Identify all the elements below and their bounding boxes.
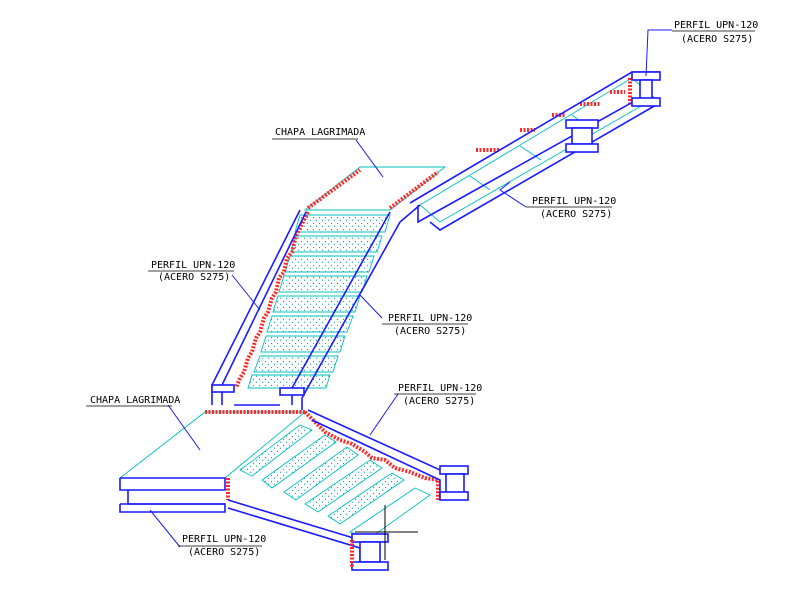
leader-top-right <box>645 29 672 77</box>
label-line2: (ACERO S275) <box>188 547 260 558</box>
bottom-upn-web <box>359 541 381 563</box>
label-line1: PERFIL UPN-120 <box>398 383 482 394</box>
label-line1: PERFIL UPN-120 <box>182 534 266 545</box>
bottom-upn-bottom <box>351 561 389 571</box>
middle-left-weld <box>234 211 310 389</box>
bottom-upn-top <box>351 533 389 543</box>
label-line2: (ACERO S275) <box>394 326 466 337</box>
leader-lower-plate <box>167 404 201 451</box>
label-middle-left-beam: PERFIL UPN-120 (ACERO S275) <box>148 260 235 283</box>
lower-assembly <box>118 409 469 571</box>
upper-support-beam-bottom <box>565 143 599 153</box>
label-middle-left-plate: CHAPA LAGRIMADA <box>272 127 365 140</box>
leader-middle-plate <box>355 139 384 178</box>
upper-tread-line <box>519 145 542 161</box>
upper-stringer-left <box>417 97 641 224</box>
leader-bottom <box>149 509 181 548</box>
label-line1: PERFIL UPN-120 <box>151 260 235 271</box>
label-line1: PERFIL UPN-120 <box>532 196 616 207</box>
label-middle-right-beam: PERFIL UPN-120 (ACERO S275) <box>382 313 472 337</box>
middle-treads <box>247 214 391 389</box>
label-line2: (ACERO S275) <box>403 396 475 407</box>
leader-middle-right <box>359 294 383 319</box>
upper-tread-line <box>469 175 491 191</box>
landing-beam-top <box>119 477 226 491</box>
label-line2: (ACERO S275) <box>158 272 230 283</box>
leader-upper-flight <box>499 181 527 208</box>
label-lower-left-plate: CHAPA LAGRIMADA <box>86 395 180 407</box>
middle-top-landing-weld <box>306 168 440 210</box>
lower-upn-top <box>439 465 469 475</box>
upn-section-bottom <box>631 97 661 107</box>
middle-right-foot <box>279 387 305 396</box>
label-line1: PERFIL UPN-120 <box>674 20 758 31</box>
label-line1: CHAPA LAGRIMADA <box>275 127 365 138</box>
leader-middle-left <box>231 274 261 311</box>
label-lower-right-beam: PERFIL UPN-120 (ACERO S275) <box>394 383 482 407</box>
upper-support-beam-top <box>565 119 599 129</box>
label-line2: (ACERO S275) <box>540 209 612 220</box>
label-upper-flight-right: PERFIL UPN-120 (ACERO S275) <box>526 196 616 220</box>
upper-support-beam-web <box>571 127 593 145</box>
middle-flight <box>211 166 447 410</box>
label-top-right: PERFIL UPN-120 (ACERO S275) <box>672 20 758 45</box>
leaders <box>149 29 672 548</box>
upper-flight-weld <box>476 90 625 152</box>
middle-right-stringer-inner <box>301 221 401 410</box>
leader-lower-right <box>369 393 399 436</box>
lower-upn-web <box>445 473 465 495</box>
label-bottom-beam: PERFIL UPN-120 (ACERO S275) <box>178 534 266 558</box>
label-line1: PERFIL UPN-120 <box>388 313 472 324</box>
label-line2: (ACERO S275) <box>681 34 753 45</box>
lower-treads <box>239 424 405 525</box>
landing-beam-web <box>127 490 225 505</box>
middle-right-joint <box>399 204 421 223</box>
landing-beam-bottom <box>119 503 226 513</box>
middle-left-foot <box>211 384 235 393</box>
lower-upn-bottom <box>439 491 469 501</box>
lower-right-weld <box>303 410 440 500</box>
label-line1: CHAPA LAGRIMADA <box>90 395 180 406</box>
